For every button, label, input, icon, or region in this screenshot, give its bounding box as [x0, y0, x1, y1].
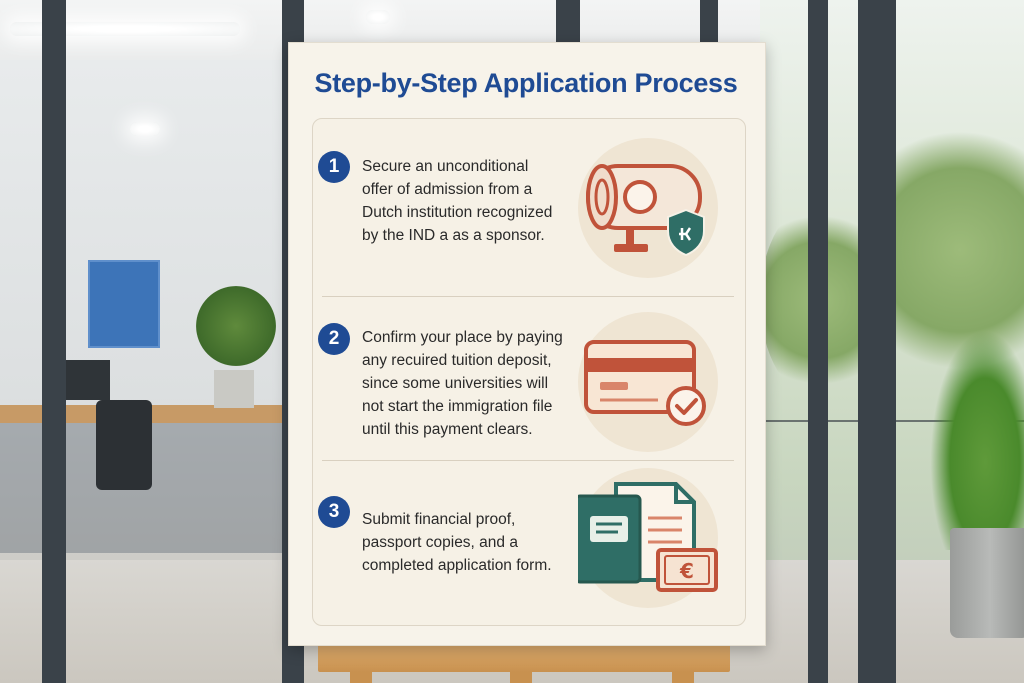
plant-pot-left: [214, 370, 254, 408]
window-frame: [808, 0, 828, 683]
plant-pot-right: [950, 528, 1024, 638]
ceiling-light: [10, 22, 240, 36]
diploma-scroll-shield-icon: [578, 138, 718, 278]
ceiling-light: [366, 10, 390, 24]
window-frame: [858, 0, 896, 683]
monitor: [64, 360, 110, 400]
documents-euro-icon: €: [578, 468, 718, 608]
window-frame: [42, 0, 66, 683]
ceiling-light: [130, 122, 160, 136]
step-2-text: Confirm your place by paying any recuire…: [362, 329, 563, 438]
easel-ledge: [318, 642, 730, 672]
step-divider: [322, 296, 734, 297]
step-1-text: Secure an unconditional offer of admissi…: [362, 158, 553, 244]
credit-card-check-icon: [578, 312, 718, 452]
potted-plant-left: [196, 286, 276, 366]
svg-text:€: €: [679, 559, 694, 583]
potted-plant-right: [930, 330, 1024, 550]
office-chair: [96, 400, 152, 490]
step-divider: [322, 460, 734, 461]
wall-poster: [88, 260, 160, 348]
step-number-2: 2: [318, 323, 350, 355]
step-number-3: 3: [318, 496, 350, 528]
board-title: Step-by-Step Application Process: [314, 68, 738, 98]
step-3-text: Submit financial proof, passport copies,…: [362, 511, 552, 574]
step-number-1: 1: [318, 151, 350, 183]
